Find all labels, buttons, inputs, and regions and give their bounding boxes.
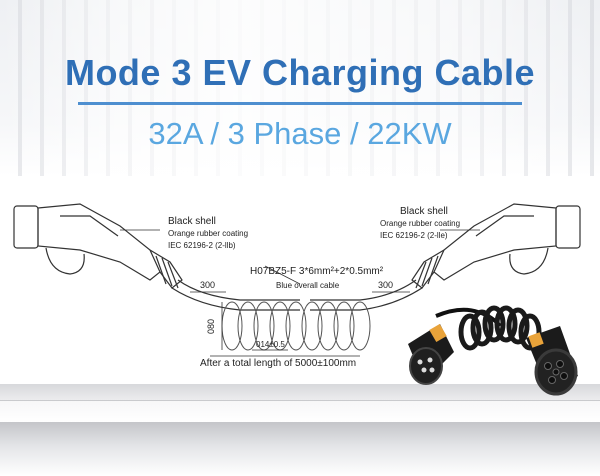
cable-color-label: Blue overall cable xyxy=(276,281,340,290)
dim-coil-height-label: 080 xyxy=(206,319,216,334)
left-plug-face xyxy=(13,205,39,249)
product-plug-left xyxy=(408,323,454,385)
left-relief-rib xyxy=(161,257,173,287)
product-coil xyxy=(458,305,542,351)
page-title: Mode 3 EV Charging Cable xyxy=(64,52,536,93)
right-cable-bottom xyxy=(310,287,423,311)
right-plug-face xyxy=(555,205,581,249)
dim-left-label: 300 xyxy=(200,280,215,290)
page-subtitle: 32A / 3 Phase / 22KW xyxy=(148,116,452,151)
right-label-standard: IEC 62196-2 (2-lle) xyxy=(380,231,448,240)
right-cable-top xyxy=(310,279,417,301)
shelf-top xyxy=(0,384,600,400)
cable-spec-label: H07BZ5-F 3*6mm²+2*0.5mm² xyxy=(250,266,384,277)
left-label-standard: IEC 62196-2 (2-llb) xyxy=(168,241,236,250)
header-background xyxy=(0,0,600,176)
product-plug-right xyxy=(526,326,578,396)
left-relief-rib xyxy=(155,255,167,285)
coil-loop xyxy=(285,301,307,351)
left-plug-groove xyxy=(60,215,119,237)
left-label-shell: Black shell xyxy=(168,216,216,227)
coil-loop xyxy=(317,301,339,351)
left-cable-top xyxy=(177,279,300,301)
left-plug-latch xyxy=(45,247,85,275)
coil-loop xyxy=(237,301,259,351)
shelf-face xyxy=(0,400,600,423)
dim-diameter-label: 014±0.5 xyxy=(256,340,285,349)
right-plug-body xyxy=(433,203,557,281)
right-plug-groove xyxy=(475,215,534,237)
coil-loop xyxy=(333,301,355,351)
leader-cable-spec xyxy=(264,265,301,285)
right-relief-rib xyxy=(421,257,433,287)
product-photo xyxy=(408,305,578,396)
title-divider xyxy=(78,102,522,105)
left-plug-strain-relief xyxy=(149,249,183,289)
right-plug-latch xyxy=(509,247,549,275)
dimension-lines xyxy=(120,229,480,357)
right-label-shell: Black shell xyxy=(400,206,448,217)
left-relief-rib xyxy=(167,261,179,289)
right-label-coating: Orange rubber coating xyxy=(380,219,460,228)
total-length-label: After a total length of 5000±100mm xyxy=(200,358,356,369)
right-relief-rib xyxy=(427,255,439,285)
dim-right-label: 300 xyxy=(378,280,393,290)
right-plug-strain-relief xyxy=(411,249,445,289)
coil-loop xyxy=(301,301,323,351)
cable-diagram: Black shell Orange rubber coating IEC 62… xyxy=(13,203,581,396)
right-relief-rib xyxy=(415,261,427,289)
left-plug-body xyxy=(37,203,161,281)
coil-section xyxy=(221,301,371,351)
left-label-coating: Orange rubber coating xyxy=(168,229,248,238)
right-plug-drawing xyxy=(310,203,581,311)
coil-loop xyxy=(349,301,371,351)
shelf-shadow xyxy=(0,422,600,476)
left-plug-drawing xyxy=(13,203,300,311)
